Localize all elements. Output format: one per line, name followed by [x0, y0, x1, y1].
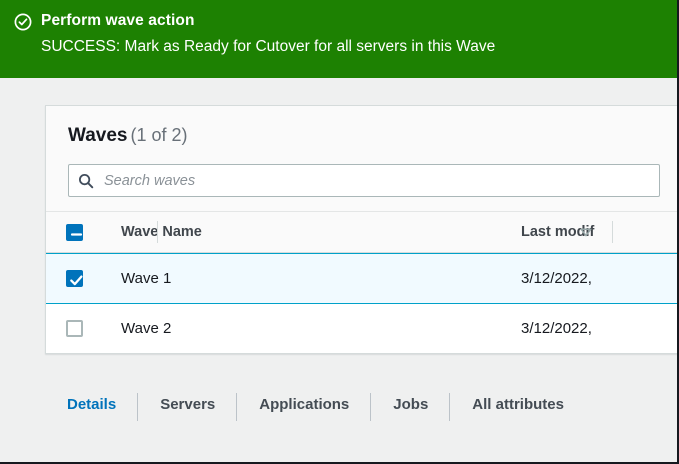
column-header-wave-name[interactable]: Wave Name [121, 224, 202, 240]
row-select-cell [46, 270, 108, 287]
cell-last-modified: 3/12/2022, [521, 270, 592, 287]
column-divider-1 [157, 221, 158, 243]
card-header: Waves(1 of 2) [46, 106, 677, 148]
select-all-cell [46, 223, 108, 241]
search-input[interactable] [104, 170, 650, 191]
tab-details[interactable]: Details [45, 385, 139, 425]
card-counter: (1 of 2) [130, 125, 188, 145]
tab-label: Details [67, 396, 117, 413]
column-divider-2 [612, 221, 613, 243]
tab-servers[interactable]: Servers [138, 385, 238, 425]
detail-tabs: Details Servers Applications Jobs All at… [45, 385, 677, 445]
tab-label: All attributes [472, 396, 564, 413]
row-select-cell [46, 320, 108, 337]
tab-label: Jobs [393, 396, 429, 413]
cell-wave-name: Wave 1 [121, 270, 172, 287]
tab-label: Applications [259, 396, 350, 413]
card-title-text: Waves [68, 125, 128, 146]
tab-jobs[interactable]: Jobs [371, 385, 451, 425]
viewport-bottom-edge [0, 462, 677, 464]
flashbar-text: Perform wave action SUCCESS: Mark as Rea… [41, 11, 663, 58]
table-row[interactable]: Wave 1 3/12/2022, [46, 253, 677, 304]
tab-applications[interactable]: Applications [237, 385, 372, 425]
success-flashbar: Perform wave action SUCCESS: Mark as Rea… [0, 0, 677, 78]
tab-divider [370, 393, 372, 421]
table-header-row: Wave Name Last modif [46, 211, 677, 253]
search-box[interactable] [68, 164, 660, 197]
waves-card: Waves(1 of 2) [45, 105, 677, 354]
sort-descending-icon[interactable] [579, 225, 593, 239]
cell-last-modified: 3/12/2022, [521, 320, 592, 337]
flashbar-title: Perform wave action [41, 12, 195, 29]
column-header-last-modified[interactable]: Last modif [521, 224, 595, 240]
check-circle-icon [14, 13, 32, 31]
waves-table: Wave Name Last modif [46, 211, 677, 353]
table-row[interactable]: Wave 2 3/12/2022, [46, 304, 677, 353]
row-checkbox[interactable] [66, 270, 83, 287]
flashbar-message: SUCCESS: Mark as Ready for Cutover for a… [41, 38, 496, 55]
select-all-checkbox[interactable] [66, 223, 83, 241]
search-icon [78, 173, 94, 189]
page-body: Waves(1 of 2) [0, 78, 677, 464]
page-title: Waves(1 of 2) [68, 123, 677, 148]
tab-divider [449, 393, 451, 421]
tab-divider [137, 393, 139, 421]
cell-wave-name: Wave 2 [121, 320, 172, 337]
search-row [46, 148, 677, 211]
row-checkbox[interactable] [66, 320, 83, 337]
tab-divider [236, 393, 238, 421]
tab-all-attributes[interactable]: All attributes [450, 385, 586, 425]
tab-label: Servers [160, 396, 216, 413]
